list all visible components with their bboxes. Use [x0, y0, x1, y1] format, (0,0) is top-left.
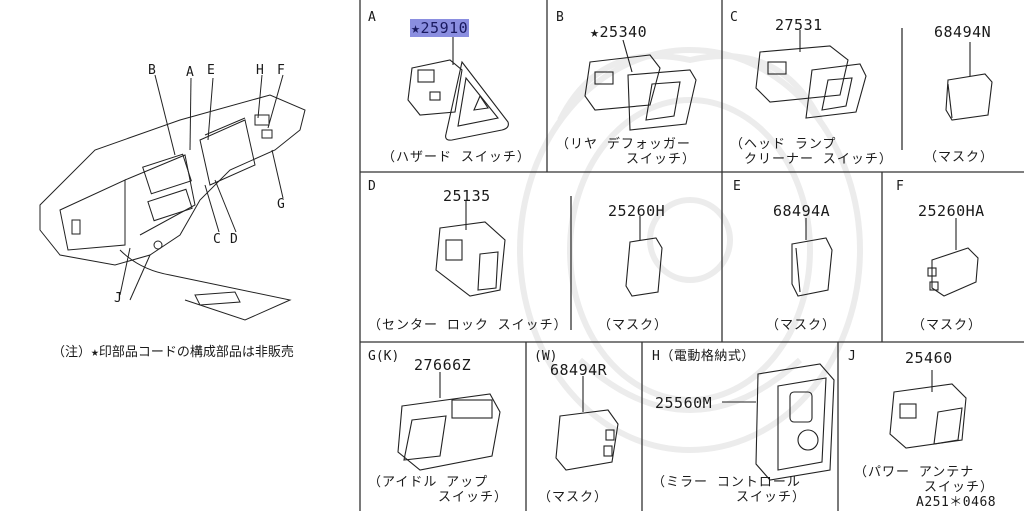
- caption-d: （センター ロック スイッチ）: [368, 318, 568, 333]
- mask-e-drawing: [791, 218, 833, 297]
- caption-c: （ヘッド ランプ クリーナー スイッチ）: [730, 137, 893, 167]
- caption-c-mask: （マスク）: [924, 150, 995, 165]
- part-number-d-mask: 25260H: [608, 202, 666, 220]
- headlamp-cleaner-switch-drawing: [755, 30, 993, 121]
- section-j-letter: J: [848, 349, 856, 364]
- section-b-letter: B: [556, 10, 564, 25]
- caption-f: （マスク）: [912, 318, 983, 333]
- callout-j: J: [114, 291, 123, 306]
- section-d-letter: D: [368, 179, 376, 194]
- section-e-letter: E: [733, 179, 741, 194]
- dashboard-drawing: [39, 74, 306, 321]
- part-number-j: 25460: [905, 349, 953, 367]
- section-g-letter: G(K): [368, 349, 400, 364]
- part-number-f: 25260HA: [918, 202, 985, 220]
- caption-h: （ミラー コントロール スイッチ）: [652, 475, 807, 505]
- part-number-h: 25560M: [655, 394, 713, 412]
- figure-code: A251＊0468: [916, 495, 997, 510]
- callout-b: B: [148, 63, 157, 78]
- caption-a: （ハザード スイッチ）: [382, 150, 531, 165]
- note-text: （注）★印部品コードの構成部品は非販売: [52, 345, 294, 360]
- callout-c: C: [213, 232, 222, 247]
- callout-f: F: [277, 63, 286, 78]
- hazard-switch-drawing: [407, 36, 509, 141]
- part-number-g: 27666Z: [414, 356, 472, 374]
- mirror-control-switch-drawing: [722, 363, 835, 481]
- power-antenna-switch-drawing: [889, 370, 967, 449]
- part-number-c-mask: 68494N: [934, 23, 992, 41]
- section-g-w-letter: (W): [534, 349, 558, 364]
- idle-up-switch-drawing: [397, 372, 619, 471]
- caption-g: （アイドル アップ スイッチ）: [368, 475, 509, 505]
- callout-a: A: [186, 65, 195, 80]
- mask-f-drawing: [927, 218, 979, 297]
- part-number-c: 27531: [775, 16, 823, 34]
- caption-j: （パワー アンテナ スイッチ）: [854, 465, 995, 495]
- callout-h: H: [256, 63, 265, 78]
- caption-e: （マスク）: [766, 318, 837, 333]
- callout-d: D: [230, 232, 239, 247]
- part-number-a: ★25910: [410, 19, 470, 37]
- caption-d-mask: （マスク）: [598, 318, 669, 333]
- part-number-d: 25135: [443, 187, 491, 205]
- callout-e: E: [207, 63, 216, 78]
- watermark-crest: [517, 47, 863, 453]
- section-c-letter: C: [730, 10, 738, 25]
- caption-b: （リヤ デフォッガー スイッチ）: [556, 137, 697, 167]
- caption-g-mask: （マスク）: [538, 490, 609, 505]
- section-a-letter: A: [368, 10, 376, 25]
- grid-lines: [359, 0, 1024, 511]
- center-lock-switch-drawing: [435, 200, 663, 297]
- rear-defogger-switch-drawing: [584, 39, 697, 131]
- section-f-letter: F: [896, 179, 904, 194]
- part-number-g-mask: 68494R: [550, 361, 608, 379]
- section-h-letter: H（電動格納式）: [652, 349, 755, 364]
- part-number-e: 68494A: [773, 202, 831, 220]
- callout-g: G: [277, 197, 286, 212]
- part-number-b: ★25340: [590, 23, 648, 41]
